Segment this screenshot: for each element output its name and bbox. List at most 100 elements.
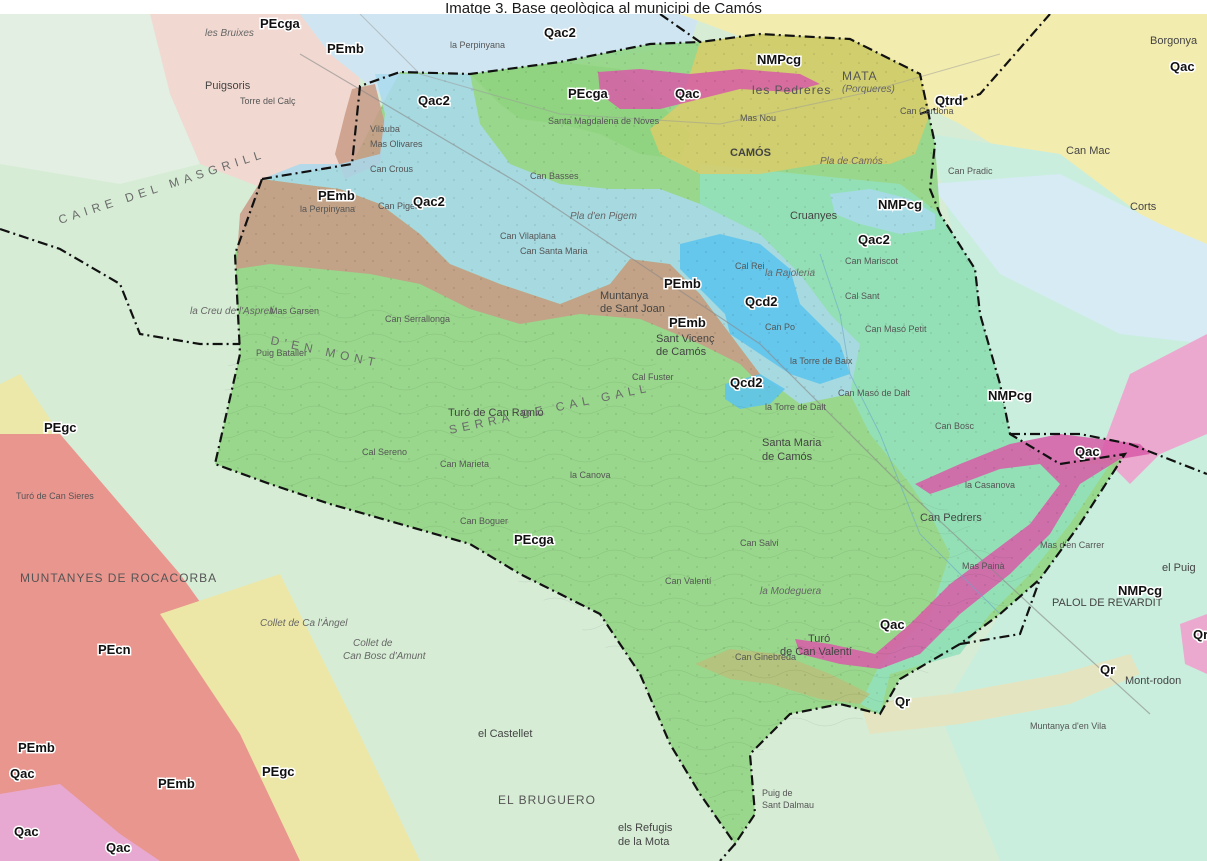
place-can-serrallonga: Can Serrallonga <box>385 314 450 324</box>
neighbor-boundary-west <box>0 227 240 346</box>
label-qac2-right: Qac2 <box>858 232 890 247</box>
place-santa-maria-1: Santa Maria <box>762 437 822 449</box>
label-qtrd: Qtrd <box>935 93 963 108</box>
outside-qac2-east <box>930 174 1207 344</box>
label-qr-edge: Qr <box>1193 627 1207 642</box>
place-collet-bosc-2: Can Bosc d'Amunt <box>343 651 427 662</box>
place-turo-can-ramio: Turó de Can Ramió <box>448 407 544 419</box>
place-santa-magdalena: Santa Magdalena de Noves <box>548 116 660 126</box>
place-la-modeguera: la Modeguera <box>760 586 822 597</box>
label-qcd2-center: Qcd2 <box>745 294 778 309</box>
label-qac-right-top: Qac <box>1170 59 1195 74</box>
label-pegc-left: PEgc <box>44 420 77 435</box>
road-diagonal <box>299 53 1151 715</box>
place-can-marieta: Can Marieta <box>440 459 489 469</box>
place-torre-calc: Torre del Calç <box>240 96 296 106</box>
neighbor-boundary-south <box>719 843 736 861</box>
outside-qac-sw <box>0 784 160 861</box>
place-puig-sant-dalmau-2: Sant Dalmau <box>762 800 814 810</box>
place-cal-fuster: Cal Fuster <box>632 372 674 382</box>
map-canvas[interactable]: la Perpinyana Puigsoris les Bruixes Torr… <box>0 14 1207 861</box>
place-el-puig: el Puig <box>1162 562 1196 574</box>
place-la-rajoleria: la Rajoleria <box>765 268 815 279</box>
municipality-boundary <box>213 32 1128 846</box>
place-mas-paina: Mas Painà <box>962 561 1005 571</box>
place-cal-sereno: Cal Sereno <box>362 447 407 457</box>
outside-qac-palol <box>1180 614 1207 674</box>
place-muntanya-vila: Muntanya d'en Vila <box>1030 721 1106 731</box>
neighbor-boundary-east <box>1010 432 1207 476</box>
municipality-contours <box>215 274 1040 844</box>
place-can-maso-dalt: Can Masó de Dalt <box>838 388 911 398</box>
place-puig-sant-dalmau-1: Puig de <box>762 788 793 798</box>
label-qac-south: Qac <box>880 617 905 632</box>
label-pegc-sw: PEgc <box>262 764 295 779</box>
place-can-bosc: Can Bosc <box>935 421 975 431</box>
place-can-pigem: Can Pigem <box>378 201 423 211</box>
label-pemb-sw2: PEmb <box>158 776 195 791</box>
place-porqueres: (Porqueres) <box>842 84 895 95</box>
place-can-cardona: Can Cardona <box>900 106 954 116</box>
label-pemb-left: PEmb <box>318 188 355 203</box>
place-can-mac: Can Mac <box>1066 145 1111 157</box>
neighbor-boundary-ne <box>919 14 1051 116</box>
place-pla-den-pigem: Pla d'en Pigem <box>570 211 637 222</box>
label-pemb-sw1: PEmb <box>18 740 55 755</box>
place-can-mariscot: Can Mariscot <box>845 256 899 266</box>
place-can-pedrers: Can Pedrers <box>920 512 982 524</box>
label-qac-sw1: Qac <box>10 766 35 781</box>
place-collet-bosc-1: Collet de <box>353 638 393 649</box>
place-mas-carrer: Mas d'en Carrer <box>1040 540 1104 550</box>
place-puigsoris: Puigsoris <box>205 80 251 92</box>
label-qr-right: Qr <box>1100 662 1115 677</box>
place-les-bruixes: les Bruixes <box>205 28 254 39</box>
place-sant-vicenc-1: Sant Vicenç <box>656 333 715 345</box>
place-la-perpinyana: la Perpinyana <box>300 204 355 214</box>
place-turo-valenti-1: Turó <box>808 633 830 645</box>
place-les-pedreres: les Pedreres <box>752 83 831 97</box>
place-la-torre-de-baix: la Torre de Baix <box>790 356 853 366</box>
label-pemb-center2: PEmb <box>669 315 706 330</box>
municipality-geology <box>215 34 1150 844</box>
road-north <box>359 14 1001 125</box>
label-qcd2-lower: Qcd2 <box>730 375 763 390</box>
outside-pegc-south <box>160 574 420 861</box>
place-pla-de-camos: Pla de Camós <box>820 156 883 167</box>
place-mas-garsen: Mas Garsen <box>270 306 319 316</box>
place-el-bruguero: EL BRUGUERO <box>498 793 596 807</box>
place-can-maso-petit: Can Masó Petit <box>865 324 927 334</box>
place-turo-valenti-2: de Can Valentí <box>780 646 852 658</box>
place-can-vilaplana: Can Vilaplana <box>500 231 556 241</box>
place-els-refugis-2: de la Mota <box>618 836 670 848</box>
place-cruanyes: Cruanyes <box>790 210 838 222</box>
outside-qr-band <box>860 654 1140 734</box>
neighbor-boundary-north <box>659 14 701 43</box>
place-muntanya-2: de Sant Joan <box>600 303 665 315</box>
label-nmpcg-palol: NMPcg <box>1118 583 1162 598</box>
place-mont-rodon: Mont-rodon <box>1125 675 1181 687</box>
label-qac2-top: Qac2 <box>544 25 576 40</box>
label-nmpcg-right: NMPcg <box>988 388 1032 403</box>
place-can-pradic: Can Pradic <box>948 166 993 176</box>
label-pecga-top: PEcga <box>260 16 301 31</box>
label-pecga-bottom: PEcga <box>514 532 555 547</box>
geological-map[interactable]: la Perpinyana Puigsoris les Bruixes Torr… <box>0 14 1207 861</box>
place-muntanyes-rocacorba: MUNTANYES DE ROCACORBA <box>20 571 217 585</box>
place-can-sant: Cal Sant <box>845 291 880 301</box>
place-la-canova: la Canova <box>570 470 611 480</box>
place-can-valenti: Can Valentí <box>665 576 712 586</box>
place-mas-nou: Mas Nou <box>740 113 776 123</box>
place-collet-angel: Collet de Ca l'Àngel <box>260 616 348 629</box>
label-qr-bottom: Qr <box>895 694 910 709</box>
place-mas-olivares: Mas Olivares <box>370 139 423 149</box>
place-can-santa-maria: Can Santa Maria <box>520 246 588 256</box>
place-sant-vicenc-2: de Camós <box>656 346 707 358</box>
place-palol: PALOL DE REVARDIT <box>1052 597 1163 609</box>
place-muntanya-1: Muntanya <box>600 290 649 302</box>
place-la-casanova: la Casanova <box>965 480 1015 490</box>
place-puig-bataller: Puig Bataller <box>256 348 307 358</box>
label-pemb-top: PEmb <box>327 41 364 56</box>
label-qac-sw2: Qac <box>14 824 39 839</box>
place-can-basses: Can Basses <box>530 171 579 181</box>
place-perpinyana-top: la Perpinyana <box>450 40 505 50</box>
